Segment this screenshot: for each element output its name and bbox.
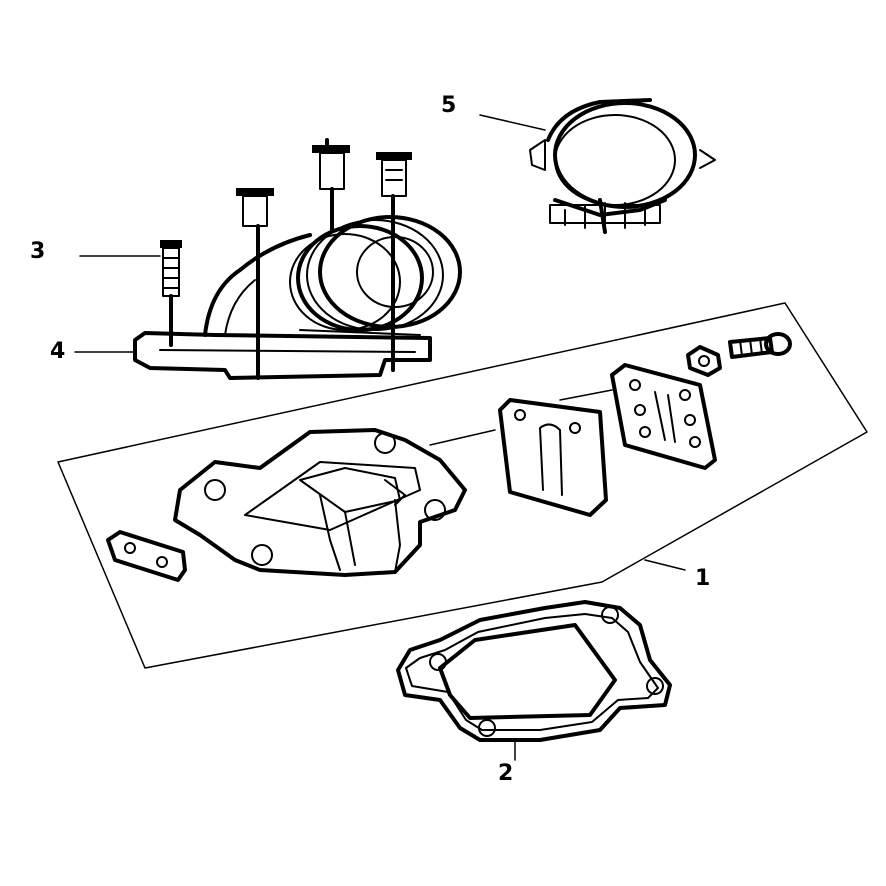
callout-4: 4 [50,339,65,364]
assembly-outline [57,302,868,669]
callout-3: 3 [30,239,45,264]
reed-cage [173,428,467,577]
part-4-intake-manifold [133,215,462,380]
callout-5: 5 [441,93,456,118]
leader-5 [479,114,546,131]
bolt [312,138,350,232]
bolt [376,152,412,372]
callout-leaders [74,114,686,761]
part-2-gasket [396,600,672,742]
reed-petal [498,398,608,517]
part-5-hose-clamp [529,98,716,234]
nut [686,345,722,377]
part-1-reed-valve-assembly [57,302,868,669]
stopper-plate [106,530,187,582]
callout-1: 1 [695,566,710,591]
screw [728,332,792,359]
bolt [236,188,274,380]
callout-2: 2 [498,761,513,786]
callout-labels: 5 3 4 1 2 [30,93,710,786]
stop-plate [610,363,717,470]
part-3-bolts [160,138,412,380]
bolt [160,240,182,347]
leader-1 [644,559,686,571]
